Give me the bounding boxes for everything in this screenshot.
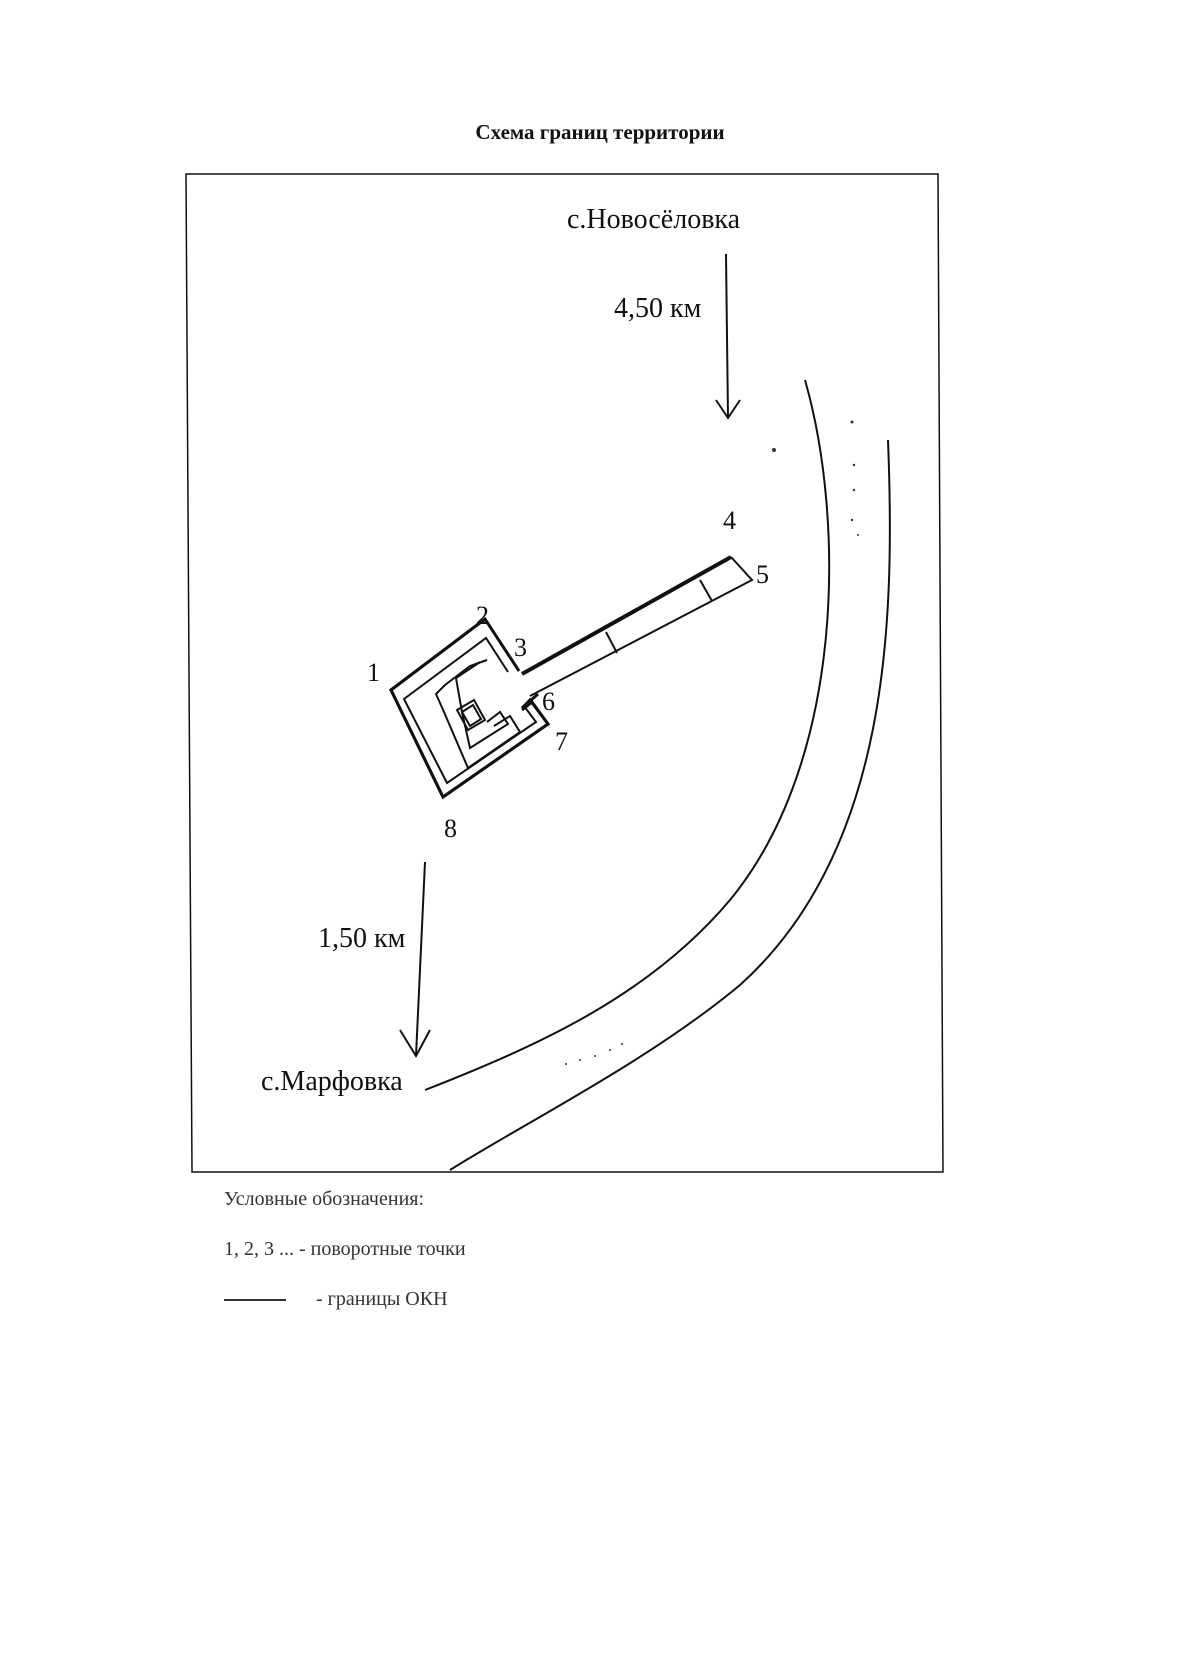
scan-speckles: [565, 420, 859, 1065]
road-edge-west: [424, 379, 831, 1091]
point-label-4: 4: [723, 506, 736, 535]
point-label-1: 1: [367, 658, 380, 687]
arrow-from-north: [715, 253, 741, 420]
map-border: [185, 173, 944, 1173]
page-title: Схема границ территории: [475, 120, 725, 144]
distance-label-north: 4,50 км: [614, 293, 702, 324]
legend-boundary-row: - границы ОКН: [224, 1288, 448, 1311]
point-label-8: 8: [444, 814, 457, 843]
point-label-7: 7: [555, 727, 568, 756]
legend-heading: Условные обозначения:: [224, 1188, 425, 1210]
place-label-north: с.Новосёловка: [567, 204, 741, 235]
point-label-6: 6: [542, 687, 555, 716]
point-label-5: 5: [756, 560, 769, 589]
okn-boundary: [389, 555, 754, 800]
legend-points: 1, 2, 3 ... - поворотные точки: [224, 1238, 466, 1260]
place-label-south: с.Марфовка: [261, 1066, 403, 1097]
legend-boundary-text: - границы ОКН: [316, 1288, 448, 1310]
legend-boundary-line: [224, 1299, 286, 1302]
point-label-3: 3: [514, 633, 527, 662]
road-edge-east: [449, 439, 891, 1171]
distance-label-south: 1,50 км: [318, 923, 406, 954]
arrow-to-south: [399, 861, 431, 1059]
point-label-2: 2: [476, 601, 489, 630]
